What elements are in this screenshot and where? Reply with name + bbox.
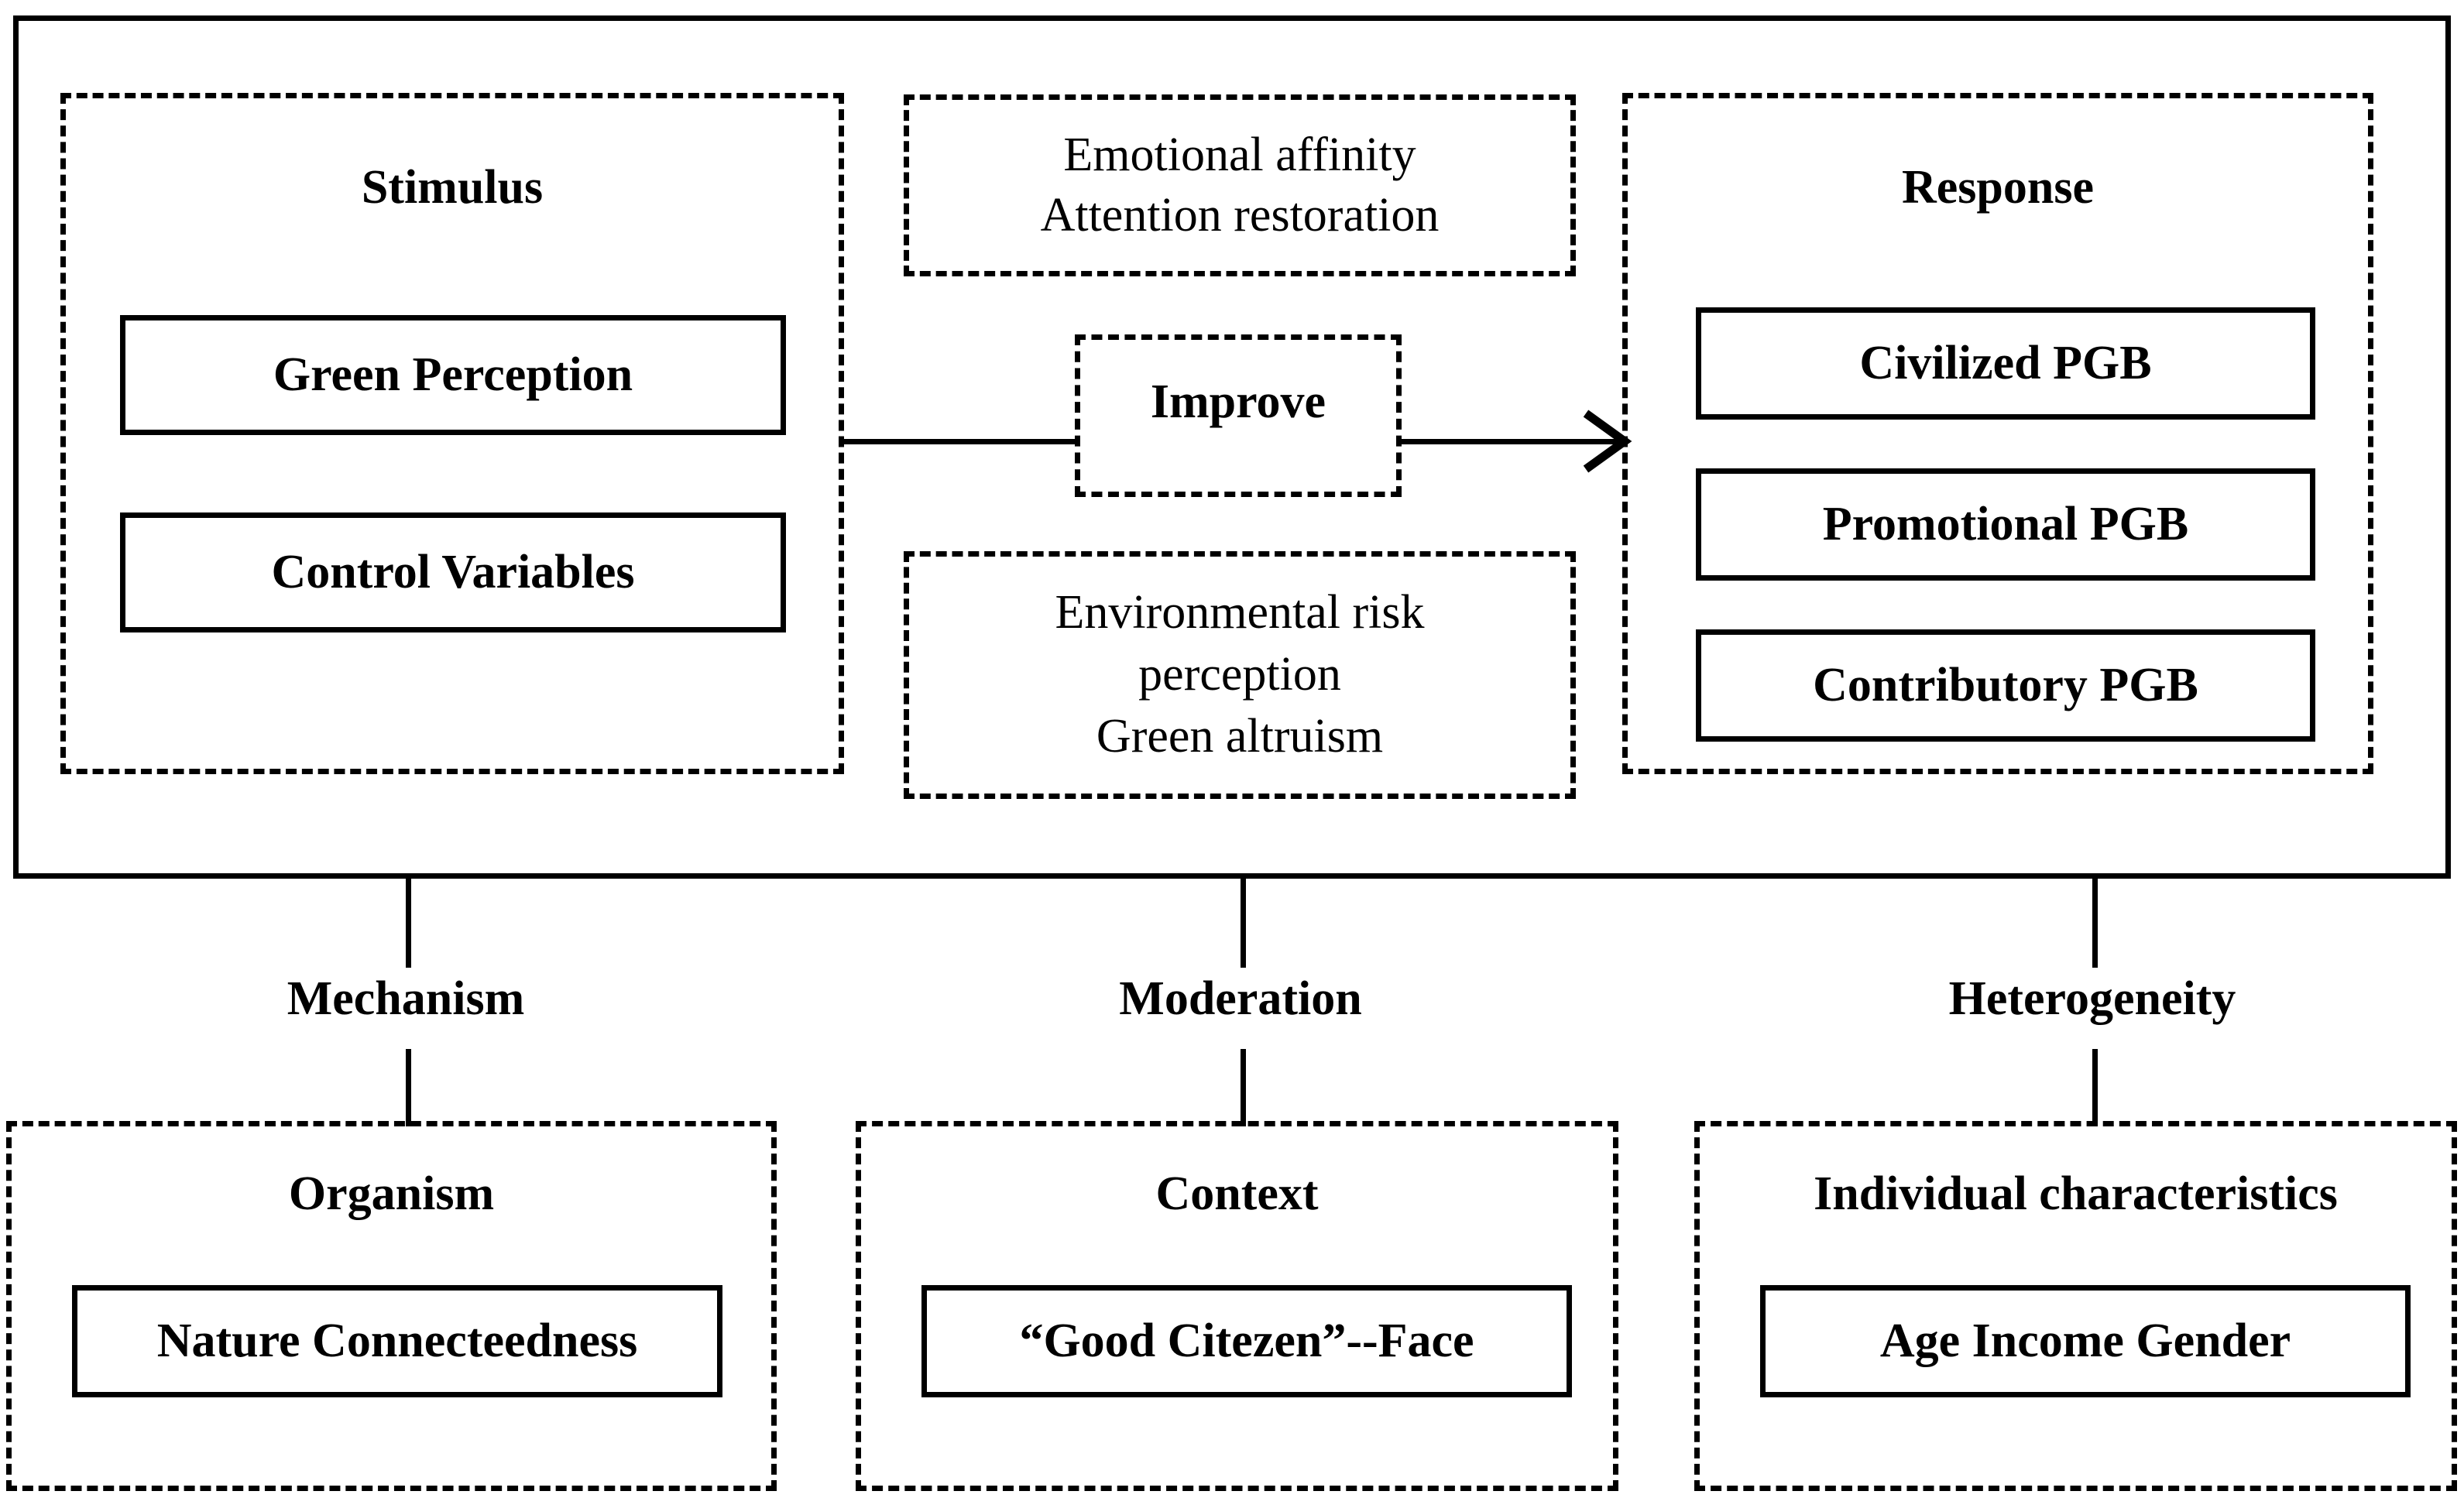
branch-1-panel-box-label: Nature Connecteedness	[156, 1314, 638, 1367]
stimulus-box-control-variables[interactable]: Control Variables	[120, 512, 786, 632]
response-panel: Response Civilized PGB Promotional PGB C…	[1622, 93, 2373, 774]
mediator-bottom-line-1: Environmental risk	[1055, 586, 1425, 639]
branch-3-connector-upper	[2092, 879, 2098, 968]
branch-1-panel: Organism Nature Connecteedness	[6, 1121, 777, 1491]
response-box-contributory-pgb[interactable]: Contributory PGB	[1696, 629, 2315, 742]
response-box-civilized-pgb[interactable]: Civilized PGB	[1696, 307, 2315, 420]
stimulus-box-green-perception[interactable]: Green Perception	[120, 315, 786, 435]
arrow-improve-to-response	[1398, 439, 1623, 444]
arrow-stimulus-to-improve	[844, 439, 1078, 444]
response-box-contributory-pgb-label: Contributory PGB	[1813, 658, 2198, 711]
branch-3-panel-box-label: Age Income Gender	[1879, 1314, 2291, 1367]
mediator-bottom-line-2: perception	[1138, 648, 1341, 701]
branch-2-panel: Context “Good Citezen”--Face	[856, 1121, 1618, 1491]
branch-1-connector-upper	[406, 879, 411, 968]
branch-2-panel-box[interactable]: “Good Citezen”--Face	[921, 1285, 1572, 1397]
stimulus-heading: Stimulus	[361, 161, 544, 214]
response-box-promotional-pgb-label: Promotional PGB	[1822, 497, 2189, 550]
branch-1-connector-label: Mechanism	[287, 972, 525, 1025]
improve-panel: Improve	[1075, 334, 1402, 497]
branch-3-panel-box[interactable]: Age Income Gender	[1760, 1285, 2411, 1397]
sor-outer-frame	[13, 15, 2451, 879]
improve-label: Improve	[1150, 375, 1326, 428]
response-box-civilized-pgb-label: Civilized PGB	[1859, 336, 2152, 389]
mediator-top-line-2: Attention restoration	[1040, 189, 1440, 242]
branch-1-connector-lower	[406, 1049, 411, 1126]
branch-3-panel: Individual characteristics Age Income Ge…	[1694, 1121, 2457, 1491]
branch-1-panel-box[interactable]: Nature Connecteedness	[72, 1285, 722, 1397]
stimulus-box-green-perception-label: Green Perception	[273, 348, 633, 401]
branch-2-connector-lower	[1241, 1049, 1246, 1126]
branch-3-panel-heading: Individual characteristics	[1814, 1167, 2338, 1220]
branch-2-connector-label: Moderation	[1119, 972, 1362, 1025]
stimulus-panel: Stimulus Green Perception Control Variab…	[60, 93, 844, 774]
mediator-bottom-panel: Environmental risk perception Green altr…	[904, 551, 1576, 799]
mediator-bottom-line-3: Green altruism	[1096, 710, 1384, 763]
branch-3-connector-label: Heterogeneity	[1948, 972, 2236, 1025]
response-heading: Response	[1901, 161, 2095, 214]
branch-2-connector-upper	[1241, 879, 1246, 968]
branch-2-panel-heading: Context	[1155, 1167, 1319, 1220]
response-box-promotional-pgb[interactable]: Promotional PGB	[1696, 468, 2315, 581]
branch-3-connector-lower	[2092, 1049, 2098, 1126]
branch-1-panel-heading: Organism	[288, 1167, 495, 1220]
stimulus-box-control-variables-label: Control Variables	[271, 545, 635, 598]
mediator-top-panel: Emotional affinity Attention restoration	[904, 94, 1576, 276]
branch-2-panel-box-label: “Good Citezen”--Face	[1019, 1314, 1474, 1367]
mediator-top-line-1: Emotional affinity	[1063, 129, 1416, 181]
